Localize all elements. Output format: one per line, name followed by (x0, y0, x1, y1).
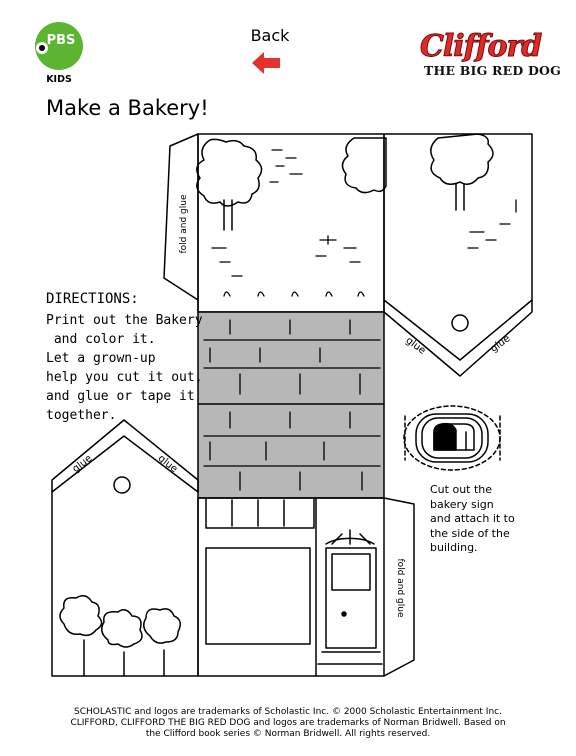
sign-note-line: Cut out the (430, 483, 493, 496)
glue-label-roof-right: glue (156, 453, 180, 475)
bakery-template: fold and glue fold and glue glue glue gl… (51, 133, 533, 677)
footer-line: CLIFFORD, CLIFFORD THE BIG RED DOG and l… (70, 718, 506, 728)
back-button[interactable]: Back (248, 26, 292, 78)
tree-top-right (430, 133, 494, 185)
awning (205, 497, 315, 529)
direction-line: Let a grown-up (46, 351, 156, 366)
copyright-footer: SCHOLASTIC and logos are trademarks of S… (0, 707, 576, 740)
tree-bottom-left (59, 595, 103, 637)
kids-logo-text: KIDS (46, 74, 72, 84)
fold-glue-label-right: fold and glue (395, 559, 405, 618)
page-title: Make a Bakery! (46, 96, 209, 120)
shop-window (205, 547, 311, 645)
roof-panel (197, 311, 385, 499)
sign-note: Cut out the bakery sign and attach it to… (430, 483, 550, 556)
directions-heading: DIRECTIONS: (46, 291, 139, 307)
pbs-kids-logo[interactable]: PBS KIDS (32, 22, 86, 85)
pbs-kids-dot-icon: PBS KIDS (35, 22, 83, 85)
glue-label-roof-left: glue (71, 453, 95, 475)
direction-line: together. (46, 408, 117, 423)
gable-right (383, 133, 533, 361)
direction-line: Print out the Bakery (46, 313, 203, 328)
fold-tab-right (383, 497, 415, 677)
clifford-logo-title: Clifford (419, 29, 542, 64)
tree-top-left (196, 138, 263, 207)
sign-note-line: bakery sign (430, 497, 494, 511)
directions: DIRECTIONS: Print out the Bakery and col… (46, 290, 203, 425)
direction-line: help you cut it out, (46, 370, 203, 385)
sign-note-line: the side of the (430, 526, 510, 540)
gable-window-left (113, 476, 131, 494)
red-left-arrow-icon (252, 52, 280, 74)
glue-label-gable-right-right: glue (489, 333, 513, 355)
back-label: Back (250, 26, 290, 45)
glue-label-gable-right-left: glue (403, 335, 427, 357)
fold-tab-left (163, 133, 199, 301)
sign-cutline (403, 405, 501, 471)
clifford-logo[interactable]: Clifford THE BIG RED DOG (419, 29, 566, 82)
pbs-logo-text: PBS (47, 33, 76, 48)
direction-line: and color it. (46, 332, 156, 347)
clifford-logo-subtitle: THE BIG RED DOG (424, 63, 561, 78)
sign-note-line: and attach it to (430, 512, 515, 525)
footer-line: SCHOLASTIC and logos are trademarks of S… (74, 707, 502, 717)
tree-top-middle (341, 137, 387, 194)
bread-loaf-icon (433, 422, 475, 451)
bakery-door (325, 547, 377, 649)
top-wall (197, 133, 385, 313)
footer-line: the Clifford book series © Norman Bridwe… (145, 729, 431, 739)
gable-window-right (451, 314, 469, 332)
sign-note-line: building. (430, 541, 478, 554)
fold-glue-label-left: fold and glue (179, 194, 189, 253)
direction-line: and glue or tape it (46, 389, 195, 404)
front-wall (197, 497, 385, 677)
